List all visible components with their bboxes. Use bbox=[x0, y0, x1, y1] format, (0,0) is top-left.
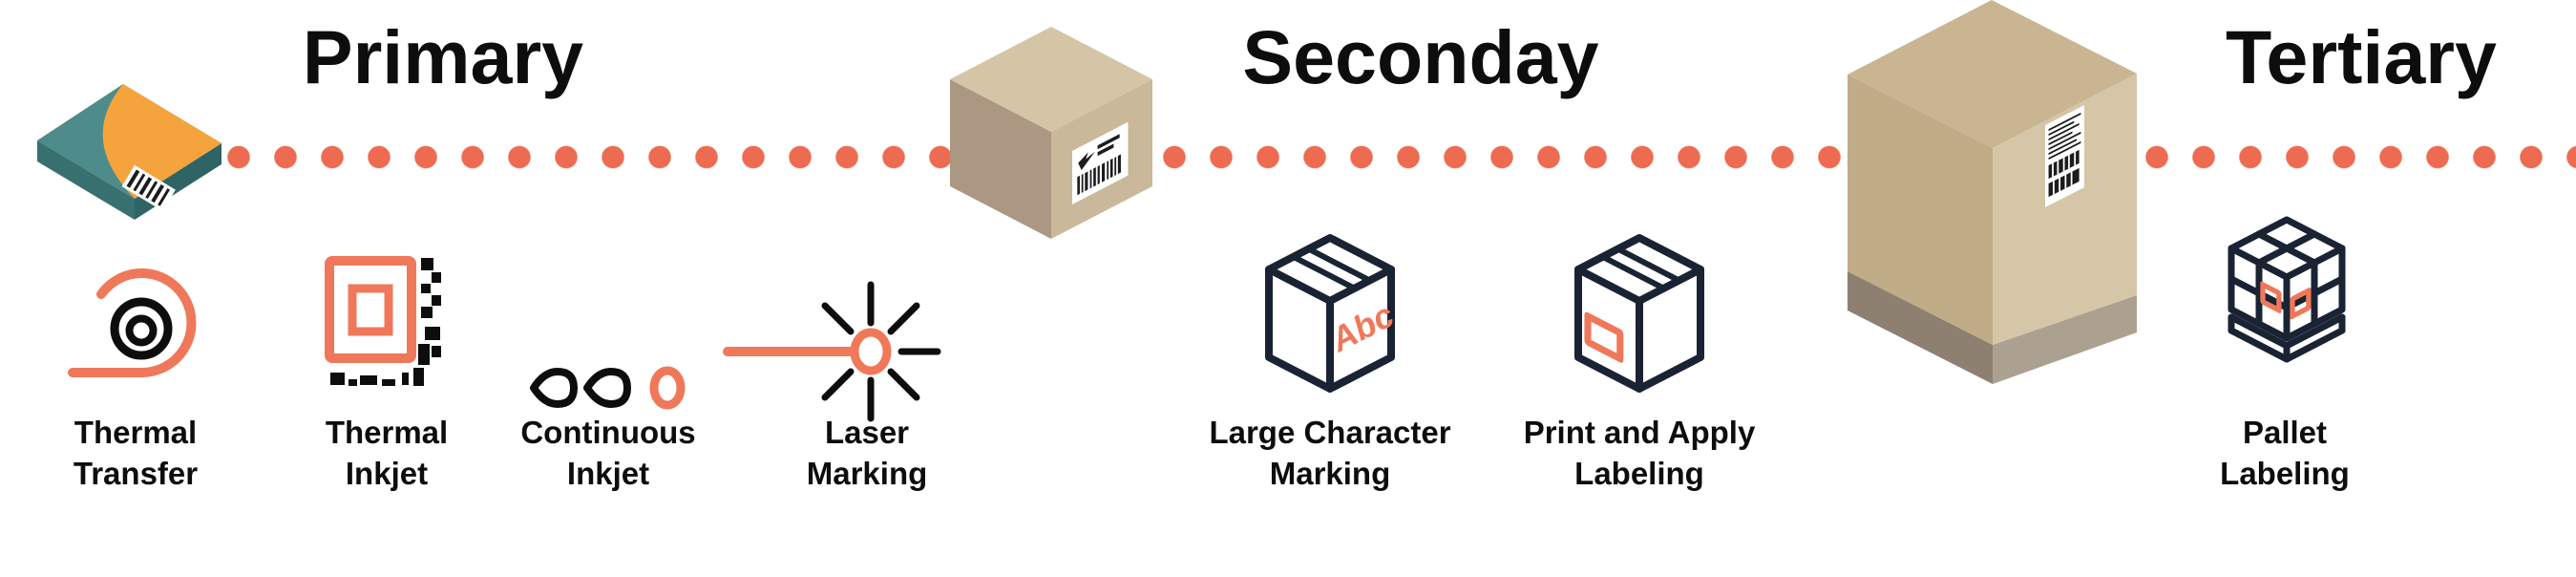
stage-title-primary: Primary bbox=[302, 14, 584, 99]
item-label-thermal-transfer: Thermal Transfer bbox=[73, 415, 199, 491]
secondary-box-illustration bbox=[950, 27, 1152, 239]
large-character-marking-icon: Abc bbox=[1262, 232, 1400, 419]
item-label-laser-marking: Laser Marking bbox=[806, 415, 928, 491]
package-barcode bbox=[121, 164, 176, 211]
thermal-inkjet-icon bbox=[323, 254, 451, 411]
item-label-print-and-apply-labeling: Print and Apply Labeling bbox=[1523, 415, 1756, 491]
pallet-label-barcodes bbox=[2048, 149, 2080, 198]
tertiary-pallet-box-illustration bbox=[1848, 0, 2137, 384]
label-barcode bbox=[1077, 154, 1121, 196]
item-label-continuous-inkjet: Continuous Inkjet bbox=[520, 415, 696, 491]
continuous-inkjet-icon bbox=[528, 364, 692, 412]
pallet-labeling-icon bbox=[2225, 216, 2349, 374]
box-shipping-label bbox=[1072, 121, 1129, 204]
stage-title-tertiary: Tertiary bbox=[2226, 14, 2497, 99]
pallet-shipping-label bbox=[2045, 105, 2084, 207]
inkjet-dot-matrix bbox=[330, 258, 441, 386]
timeline-dotted-line bbox=[227, 145, 2576, 169]
thermal-transfer-icon bbox=[61, 256, 214, 409]
laser-marking-icon bbox=[723, 269, 945, 434]
print-and-apply-labeling-icon bbox=[1572, 232, 1707, 419]
item-label-thermal-inkjet: Thermal Inkjet bbox=[325, 415, 449, 491]
primary-package-illustration bbox=[34, 80, 225, 238]
item-label-large-character-marking: Large Character Marking bbox=[1209, 415, 1451, 491]
stage-title-secondary: Seconday bbox=[1242, 14, 1599, 99]
item-label-pallet-labeling: Pallet Labeling bbox=[2220, 415, 2350, 491]
